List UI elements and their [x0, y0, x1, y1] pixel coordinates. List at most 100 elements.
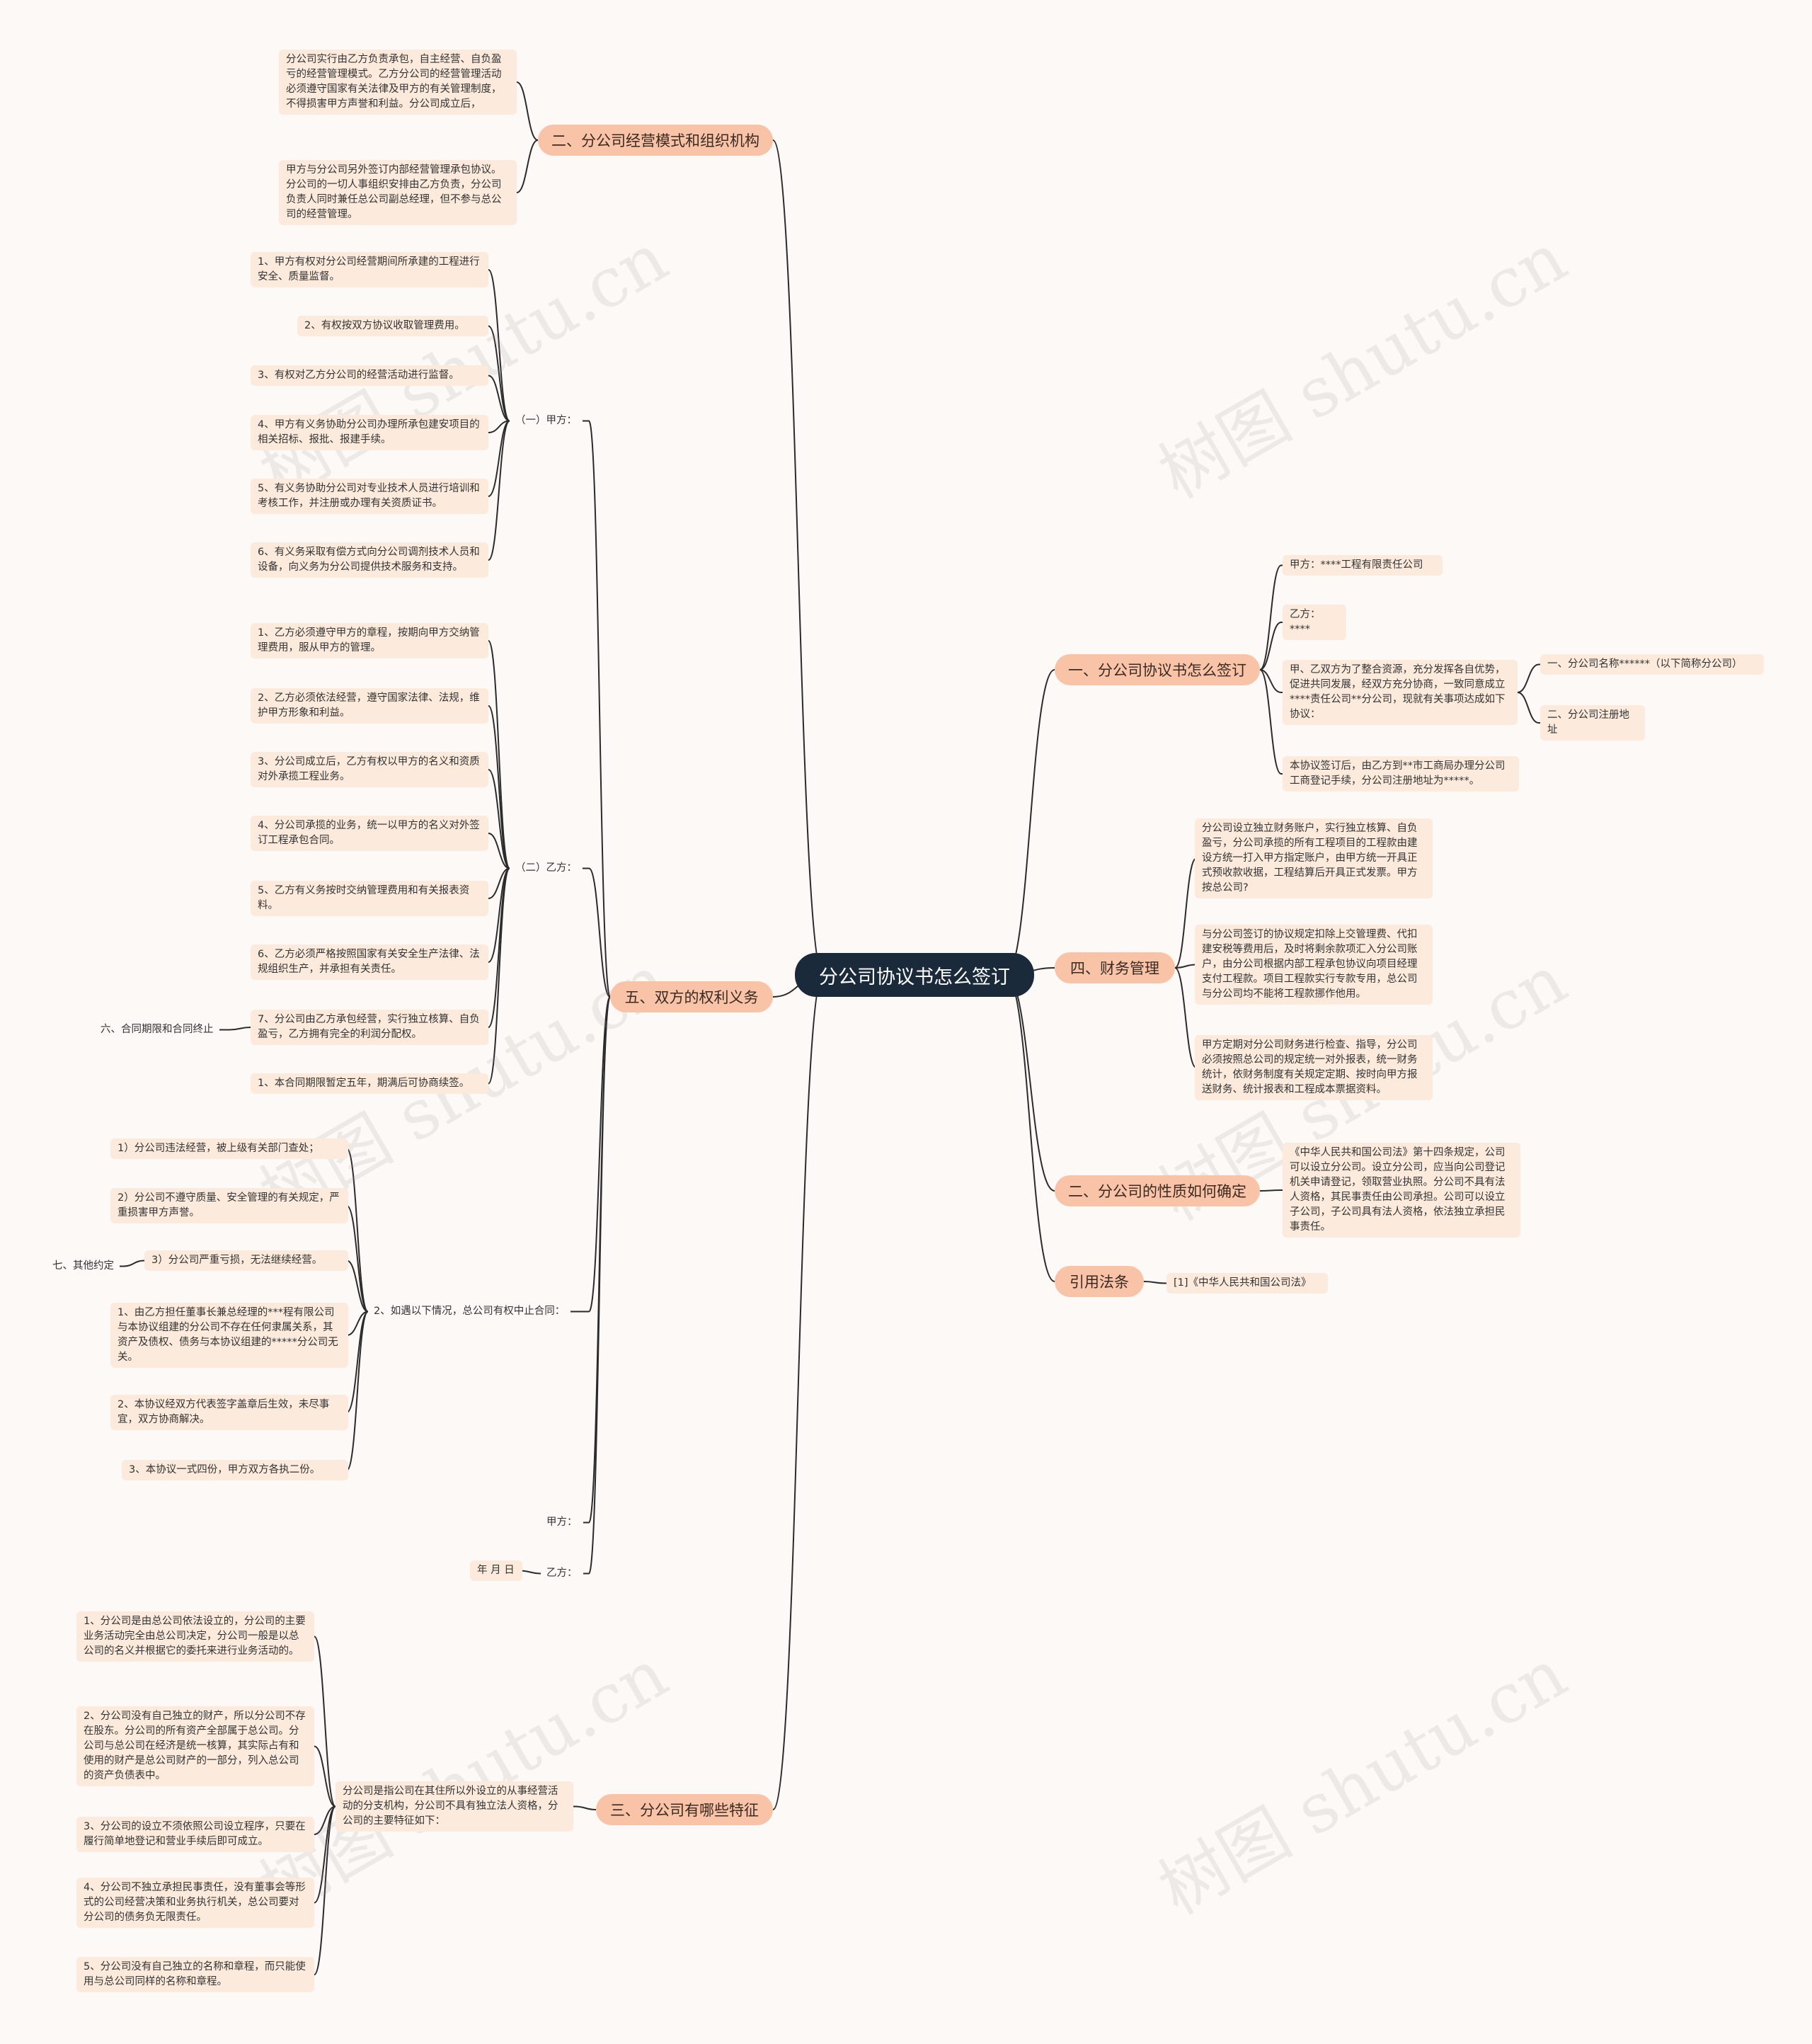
connector	[519, 1570, 541, 1575]
connector	[488, 420, 510, 433]
nature-law-text: 《中华人民共和国公司法》第十四条规定，公司可以设立分公司。设立分公司，应当向公司…	[1283, 1143, 1520, 1238]
party-b-item: 1、本合同期限暂定五年，期满后可协商续签。	[251, 1073, 488, 1094]
connector	[1517, 663, 1539, 693]
party-a: 甲方：****工程有限责任公司	[1283, 555, 1443, 576]
connector	[488, 325, 510, 422]
branch-rights[interactable]: 五、双方的权利义务	[610, 981, 773, 1012]
connector	[488, 420, 510, 497]
connector	[588, 420, 611, 998]
party-b-label: （二）乙方：	[515, 862, 577, 874]
connector	[488, 705, 510, 869]
connector	[588, 996, 611, 1575]
connector	[588, 996, 611, 1524]
connector	[1259, 564, 1282, 670]
connector	[1259, 1189, 1282, 1192]
finance-transfer: 与分公司签订的协议规定扣除上交管理费、代扣建安税等费用后，及时将剩余款项汇入分公…	[1195, 925, 1433, 1005]
connector	[488, 269, 510, 422]
mode-contract: 分公司实行由乙方负责承包，自主经营、自负盈亏的经营管理模式。乙方分公司的经营管理…	[279, 50, 517, 115]
citation-law: [1]《中华人民共和国公司法》	[1166, 1273, 1328, 1294]
termination-item: 3）分公司严重亏损，无法继续经营。	[144, 1250, 348, 1271]
features-intro: 分公司是指公司在其住所以外设立的从事经营活动的分支机构，分公司不具有独立法人资格…	[336, 1781, 573, 1832]
contract-term-label: 六、合同期限和合同终止	[101, 1024, 214, 1035]
branch-finance[interactable]: 四、财务管理	[1055, 952, 1175, 983]
termination-item: 1）分公司违法经营，被上级有关部门查处；	[110, 1138, 348, 1159]
termination-item: 3、本协议一式四份，甲方双方各执二份。	[122, 1460, 348, 1480]
connector	[588, 996, 611, 1313]
signature-date: 年 月 日	[470, 1560, 522, 1581]
feature-item: 2、分公司没有自己独立的财产，所以分公司不存在股东。分公司的所有资产全部属于总公…	[76, 1706, 314, 1786]
connector	[516, 81, 539, 141]
connector	[314, 1635, 336, 1808]
termination-item: 1、由乙方担任董事长兼总经理的***程有限公司与本协议组建的分公司不存在任何隶属…	[110, 1303, 348, 1368]
connector	[314, 1805, 336, 1904]
connector	[346, 1260, 369, 1313]
connector	[1174, 857, 1197, 969]
party-b-item: 3、分公司成立后，乙方有权以甲方的名义和资质对外承揽工程业务。	[251, 752, 488, 787]
connector	[314, 1805, 336, 1975]
signature-party-b: 乙方：	[546, 1568, 578, 1579]
feature-item: 5、分公司没有自己独立的名称和章程，而只能使用与总公司同样的名称和章程。	[76, 1957, 314, 1992]
connector	[1174, 967, 1197, 1068]
mode-organization: 甲方与分公司另外签订内部经营管理承包协议。分公司的一切人事组织安排由乙方负责，分…	[279, 160, 517, 225]
connector	[346, 1311, 369, 1471]
connector	[488, 375, 510, 422]
branch-signing[interactable]: 一、分公司协议书怎么签订	[1055, 654, 1260, 685]
connector	[488, 640, 510, 869]
connector	[488, 833, 510, 869]
party-a-item: 5、有义务协助分公司对专业技术人员进行培训和考核工作，并注册或办理有关资质证书。	[251, 479, 488, 514]
connector	[314, 1805, 336, 1835]
connector	[772, 139, 824, 976]
party-b-item: 1、乙方必须遵守甲方的章程，按期向甲方交纳管理费用，服从甲方的管理。	[251, 623, 488, 658]
party-a-item: 4、甲方有义务协助分公司办理所承包建安项目的相关招标、报批、报建手续。	[251, 415, 488, 450]
connector	[488, 867, 510, 899]
party-a-item: 2、有权按双方协议收取管理费用。	[297, 316, 488, 336]
connector	[1259, 669, 1282, 775]
connector	[1005, 669, 1055, 976]
party-b-item: 5、乙方有义务按时交纳管理费用和有关报表资料。	[251, 881, 488, 916]
connector	[516, 139, 539, 193]
connector	[574, 1805, 597, 1810]
party-a-item: 1、甲方有权对分公司经营期间所承建的工程进行安全、质量监督。	[251, 252, 488, 287]
agreement-preamble: 甲、乙双方为了整合资源，充分发挥各自优势，促进共同发展，经双方充分协商，一致同意…	[1283, 660, 1518, 725]
termination-item: 2、本协议经双方代表签字盖章后生效，未尽事宜，双方协商解决。	[110, 1395, 348, 1430]
feature-item: 1、分公司是由总公司依法设立的，分公司的主要业务活动完全由总公司决定，分公司一般…	[76, 1611, 314, 1662]
connector	[122, 1260, 145, 1267]
feature-item: 4、分公司不独立承担民事责任，没有董事会等形式的公司经营决策和业务执行机关，总公…	[76, 1878, 314, 1928]
connector	[346, 1311, 369, 1413]
termination-conditions: 2、如遇以下情况，总公司有权中止合同：	[374, 1306, 566, 1317]
finance-account: 分公司设立独立财务账户，实行独立核算、自负盈亏，分公司承揽的所有工程项目的工程款…	[1195, 818, 1433, 898]
other-agreements-label: 七、其他约定	[52, 1260, 114, 1272]
connector	[488, 867, 510, 963]
connector	[1259, 622, 1282, 670]
party-b-item: 2、乙方必须依法经营，遵守国家法律、法规，维护甲方形象和利益。	[251, 688, 488, 724]
connector	[229, 1027, 251, 1031]
branch-citation[interactable]: 引用法条	[1055, 1266, 1144, 1297]
party-b: 乙方：****	[1283, 605, 1346, 640]
clause-name: 一、分公司名称******（以下简称分公司）	[1540, 654, 1764, 675]
root-topic[interactable]: 分公司协议书怎么签订	[795, 953, 1034, 997]
connector	[1005, 974, 1055, 1192]
branch-features[interactable]: 三、分公司有哪些特征	[596, 1794, 773, 1825]
connector	[1259, 669, 1282, 693]
party-b-item: 4、分公司承揽的业务，统一以甲方的名义对外签订工程承包合同。	[251, 816, 488, 851]
connector	[1143, 1281, 1166, 1284]
party-a-item: 6、有义务采取有偿方式向分公司调剂技术人员和设备，向义务为分公司提供技术服务和支…	[251, 542, 488, 578]
connector	[588, 867, 611, 998]
connector	[488, 769, 510, 869]
connector	[488, 867, 510, 1085]
branch-nature[interactable]: 二、分公司的性质如何确定	[1055, 1175, 1260, 1206]
party-b-item: 6、乙方必须严格按照国家有关安全生产法律、法规组织生产，并承担有关责任。	[251, 944, 488, 980]
connector	[314, 1745, 336, 1808]
connector	[1005, 974, 1055, 1282]
party-a-label: （一）甲方：	[515, 415, 577, 426]
connector	[1174, 964, 1197, 969]
signature-party-a: 甲方：	[546, 1517, 578, 1528]
branch-mode[interactable]: 二、分公司经营模式和组织机构	[538, 125, 773, 156]
feature-item: 3、分公司的设立不须依照公司设立程序，只要在履行简单地登记和营业手续后即可成立。	[76, 1817, 314, 1852]
party-a-item: 3、有权对乙方分公司的经营活动进行监督。	[251, 365, 488, 386]
connector	[772, 974, 824, 1810]
connector	[346, 1311, 369, 1336]
connector	[1517, 692, 1539, 724]
connector	[346, 1205, 369, 1313]
termination-item: 2）分公司不遵守质量、安全管理的有关规定，严重损害甲方声誉。	[110, 1188, 348, 1223]
